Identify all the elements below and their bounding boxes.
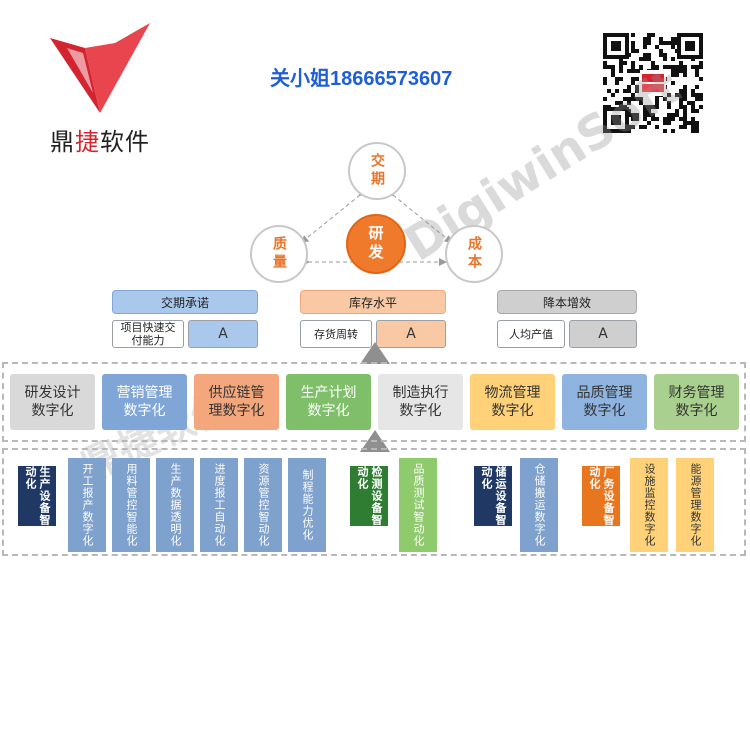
subsystem-group: 储运设备智动化 bbox=[474, 466, 512, 526]
up-arrow-icon bbox=[360, 342, 390, 364]
kpi-value: A bbox=[188, 320, 258, 348]
module-box: 品质管理数字化 bbox=[562, 374, 647, 430]
kpi-cost: 降本增效 人均产值 A bbox=[497, 290, 637, 350]
goal-quality: 质量 bbox=[250, 225, 308, 283]
triangle-arrows bbox=[300, 188, 453, 266]
module-box: 制造执行数字化 bbox=[378, 374, 463, 430]
module-box: 营销管理数字化 bbox=[102, 374, 187, 430]
kpi-value: A bbox=[376, 320, 446, 348]
contact-text: 关小姐18666573607 bbox=[270, 68, 453, 90]
kpi-delivery: 交期承诺 项目快速交付能力 A bbox=[112, 290, 258, 350]
qr-code-icon bbox=[602, 32, 704, 134]
subsystem-group: 厂务设备智动化 bbox=[582, 466, 620, 526]
subsystem-item: 品质测试智动化 bbox=[399, 458, 437, 552]
kpi-value: A bbox=[569, 320, 637, 348]
subsystem-group: 生产设备智动化 bbox=[18, 466, 56, 526]
goal-cost: 成本 bbox=[445, 225, 503, 283]
module-box: 财务管理数字化 bbox=[654, 374, 739, 430]
subsystem-item: 制程能力优化 bbox=[288, 458, 326, 552]
brand-logo: 鼎捷软件 bbox=[40, 18, 160, 158]
subsystem-item: 用料管控智能化 bbox=[112, 458, 150, 552]
module-box: 生产计划数字化 bbox=[286, 374, 371, 430]
kpi-title: 降本增效 bbox=[497, 290, 637, 314]
qr-code[interactable] bbox=[602, 32, 704, 134]
subsystem-item: 仓储搬运数字化 bbox=[520, 458, 558, 552]
goal-delivery: 交期 bbox=[348, 142, 406, 200]
brand-name: 鼎捷软件 bbox=[50, 128, 150, 156]
kpi-metric: 项目快速交付能力 bbox=[112, 320, 184, 348]
core-rnd: 研发 bbox=[346, 214, 406, 274]
subsystem-item: 设施监控数字化 bbox=[630, 458, 668, 552]
kpi-title: 交期承诺 bbox=[112, 290, 258, 314]
modules-container bbox=[2, 362, 746, 442]
subsystem-group: 检测设备智动化 bbox=[350, 466, 388, 526]
logo-icon bbox=[50, 23, 150, 113]
module-box: 物流管理数字化 bbox=[470, 374, 555, 430]
module-box: 研发设计数字化 bbox=[10, 374, 95, 430]
kpi-metric: 人均产值 bbox=[497, 320, 565, 348]
kpi-inventory: 库存水平 存货周转 A bbox=[300, 290, 446, 350]
subsystems-container bbox=[2, 448, 746, 556]
module-box: 供应链管理数字化 bbox=[194, 374, 279, 430]
subsystem-item: 进度报工自动化 bbox=[200, 458, 238, 552]
subsystem-item: 资源管控智动化 bbox=[244, 458, 282, 552]
subsystem-item: 生产数据透明化 bbox=[156, 458, 194, 552]
kpi-metric: 存货周转 bbox=[300, 320, 372, 348]
subsystem-item: 开工报产数字化 bbox=[68, 458, 106, 552]
subsystem-item: 能源管理数字化 bbox=[676, 458, 714, 552]
kpi-title: 库存水平 bbox=[300, 290, 446, 314]
